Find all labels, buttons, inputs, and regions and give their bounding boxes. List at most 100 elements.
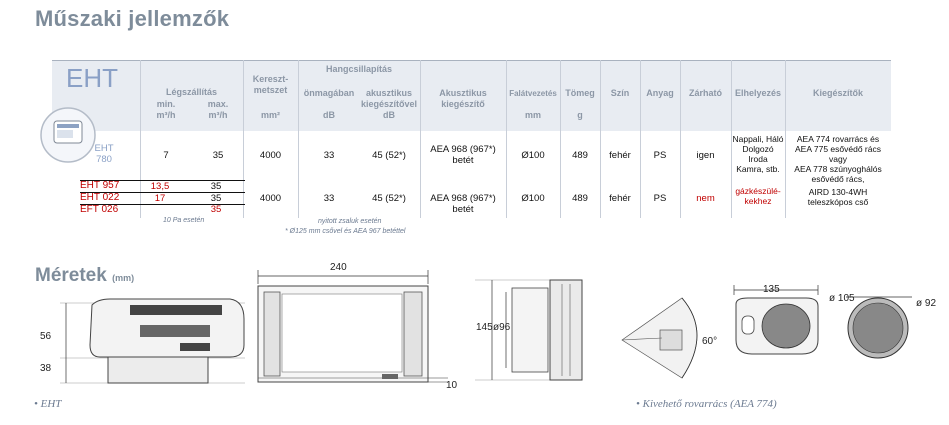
header-sound-self: önmagában <box>303 88 355 98</box>
row1-model-1: EHT <box>94 143 114 154</box>
header-sound: Hangcsillapítás <box>325 64 393 74</box>
header-sound-acc-1: akusztikus <box>365 88 413 98</box>
dimensions-heading: Méretek (mm) <box>35 265 134 287</box>
note-pa: 10 Pa esetén <box>163 217 205 224</box>
row2-wall: Ø100 <box>521 193 545 204</box>
acc-3: vagy <box>829 154 847 164</box>
circle-grill-drawing <box>846 296 912 359</box>
header-air-max-unit: m³/h <box>208 110 228 120</box>
dim-front-10: 10 <box>446 380 458 391</box>
row2-max-3: 35 <box>210 204 222 215</box>
header-weight: Tömeg <box>565 88 595 98</box>
header-placement: Elhelyezés <box>734 88 782 98</box>
row1-model-2: 780 <box>96 154 112 165</box>
dim-circle-105: ø 105 <box>829 293 855 304</box>
row2-acoustic-1: AEA 968 (967*) <box>430 193 496 204</box>
acc-6: AIRD 130-4WH <box>808 187 868 197</box>
header-material: Anyag <box>646 88 674 98</box>
header-sound-self-unit: dB <box>323 110 335 120</box>
header-sound-acc-unit: dB <box>383 110 395 120</box>
dim-side-38: 38 <box>40 363 52 374</box>
header-closable: Zárható <box>688 88 722 98</box>
row2-min-1: 13,5 <box>150 181 170 192</box>
header-air-max: max. <box>207 99 229 109</box>
row2-weight: 489 <box>572 193 588 204</box>
row2-db: 33 <box>323 193 335 204</box>
acc-2: AEA 775 esővédő rács <box>794 144 881 154</box>
header-air-min-unit: m³/h <box>156 110 176 120</box>
row1-acoustic-1: AEA 968 (967*) <box>430 144 496 155</box>
dim-profile-96: ø96 <box>493 322 511 333</box>
acc-7: teleszkópos cső <box>807 197 869 207</box>
row1-wall: Ø100 <box>521 150 545 161</box>
dim-grill-135: 135 <box>763 284 780 295</box>
acc-5: esővédő rács, <box>811 174 865 184</box>
row2-material: PS <box>653 193 667 204</box>
row1-max: 35 <box>212 150 224 161</box>
row2-model-2: EHT 022 <box>80 192 120 203</box>
row2-model-3: EFT 026 <box>80 204 119 215</box>
dimensions-unit: (mm) <box>112 273 135 283</box>
front-view-drawing <box>257 270 448 383</box>
row1-closable: igen <box>696 150 715 161</box>
header-air-min: min. <box>156 99 176 109</box>
row1-cross: 4000 <box>259 150 282 161</box>
dim-circle-92: ø 92 <box>916 298 937 309</box>
row2-closable: nem <box>696 193 715 204</box>
angle-view-drawing <box>621 297 698 379</box>
header-color: Szín <box>610 88 630 98</box>
profile-view-drawing <box>475 279 583 381</box>
header-acoustic-1: Akusztikus <box>439 88 487 98</box>
row1-color: fehér <box>609 150 631 161</box>
caption-grill: • Kivehető rovarrács (AEA 774) <box>636 398 777 410</box>
row2-acoustic-2: betét <box>452 204 474 215</box>
row2-placement-2: kekhez <box>744 196 772 206</box>
header-cross-1: Kereszt- <box>252 74 289 84</box>
row1-db-acc: 45 (52*) <box>372 150 406 161</box>
dim-front-240: 240 <box>330 262 347 273</box>
side-view-drawing <box>60 298 245 384</box>
header-cross-2: metszet <box>253 85 288 95</box>
dim-side-56: 56 <box>40 331 52 342</box>
note-open: nyitott zsaluk esetén <box>318 218 382 225</box>
header-weight-unit: g <box>577 110 583 120</box>
dim-profile-145: 145 <box>476 322 493 333</box>
acc-4: AEA 778 szúnyoghálós <box>794 164 882 174</box>
row2-max-2: 35 <box>210 193 222 204</box>
row1-placement-1: Nappali, Háló <box>732 134 784 144</box>
row1-min: 7 <box>163 150 169 161</box>
caption-eht-text: EHT <box>40 398 62 410</box>
table-header-band <box>52 60 891 131</box>
table-model-title: EHT <box>66 63 118 93</box>
row2-db-acc: 45 (52*) <box>372 193 406 204</box>
dim-angle-60: 60° <box>702 336 718 347</box>
dimensions-title: Méretek <box>35 265 107 286</box>
header-accessories: Kiegészítők <box>812 88 863 98</box>
row1-placement-2: Dolgozó <box>742 144 774 154</box>
row1-weight: 489 <box>572 150 588 161</box>
row1-db: 33 <box>323 150 335 161</box>
row1-placement-3: Iroda <box>748 154 768 164</box>
grill-drawing <box>733 285 819 355</box>
row1-acoustic-2: betét <box>452 155 474 166</box>
header-wall-unit: mm <box>524 110 541 120</box>
acc-1: AEA 774 rovarrács és <box>796 134 880 144</box>
row2-model-1: EHT 957 <box>80 180 120 191</box>
header-sound-acc-2: kiegészítővel <box>360 99 418 109</box>
product-icon <box>40 107 96 163</box>
row1-placement-4: Kamra, stb. <box>736 164 780 174</box>
row1-material: PS <box>653 150 667 161</box>
row2-min-2: 17 <box>154 193 166 204</box>
row2-placement-1: gázkészülé- <box>735 186 781 196</box>
caption-eht: • EHT <box>34 398 62 410</box>
header-wall: Falátvezetés <box>509 89 557 98</box>
row2-color: fehér <box>609 193 631 204</box>
note-pipe: * Ø125 mm csővel és AEA 967 betéttel <box>285 228 406 235</box>
header-air: Légszállítás <box>165 87 218 97</box>
header-acoustic-2: kiegészítő <box>441 99 485 109</box>
row2-max-1: 35 <box>210 181 222 192</box>
caption-grill-text: Kivehető rovarrács (AEA 774) <box>642 398 777 410</box>
row2-cross: 4000 <box>259 193 282 204</box>
header-cross-unit: mm² <box>260 110 280 120</box>
specs-heading: Műszaki jellemzők <box>35 6 230 31</box>
